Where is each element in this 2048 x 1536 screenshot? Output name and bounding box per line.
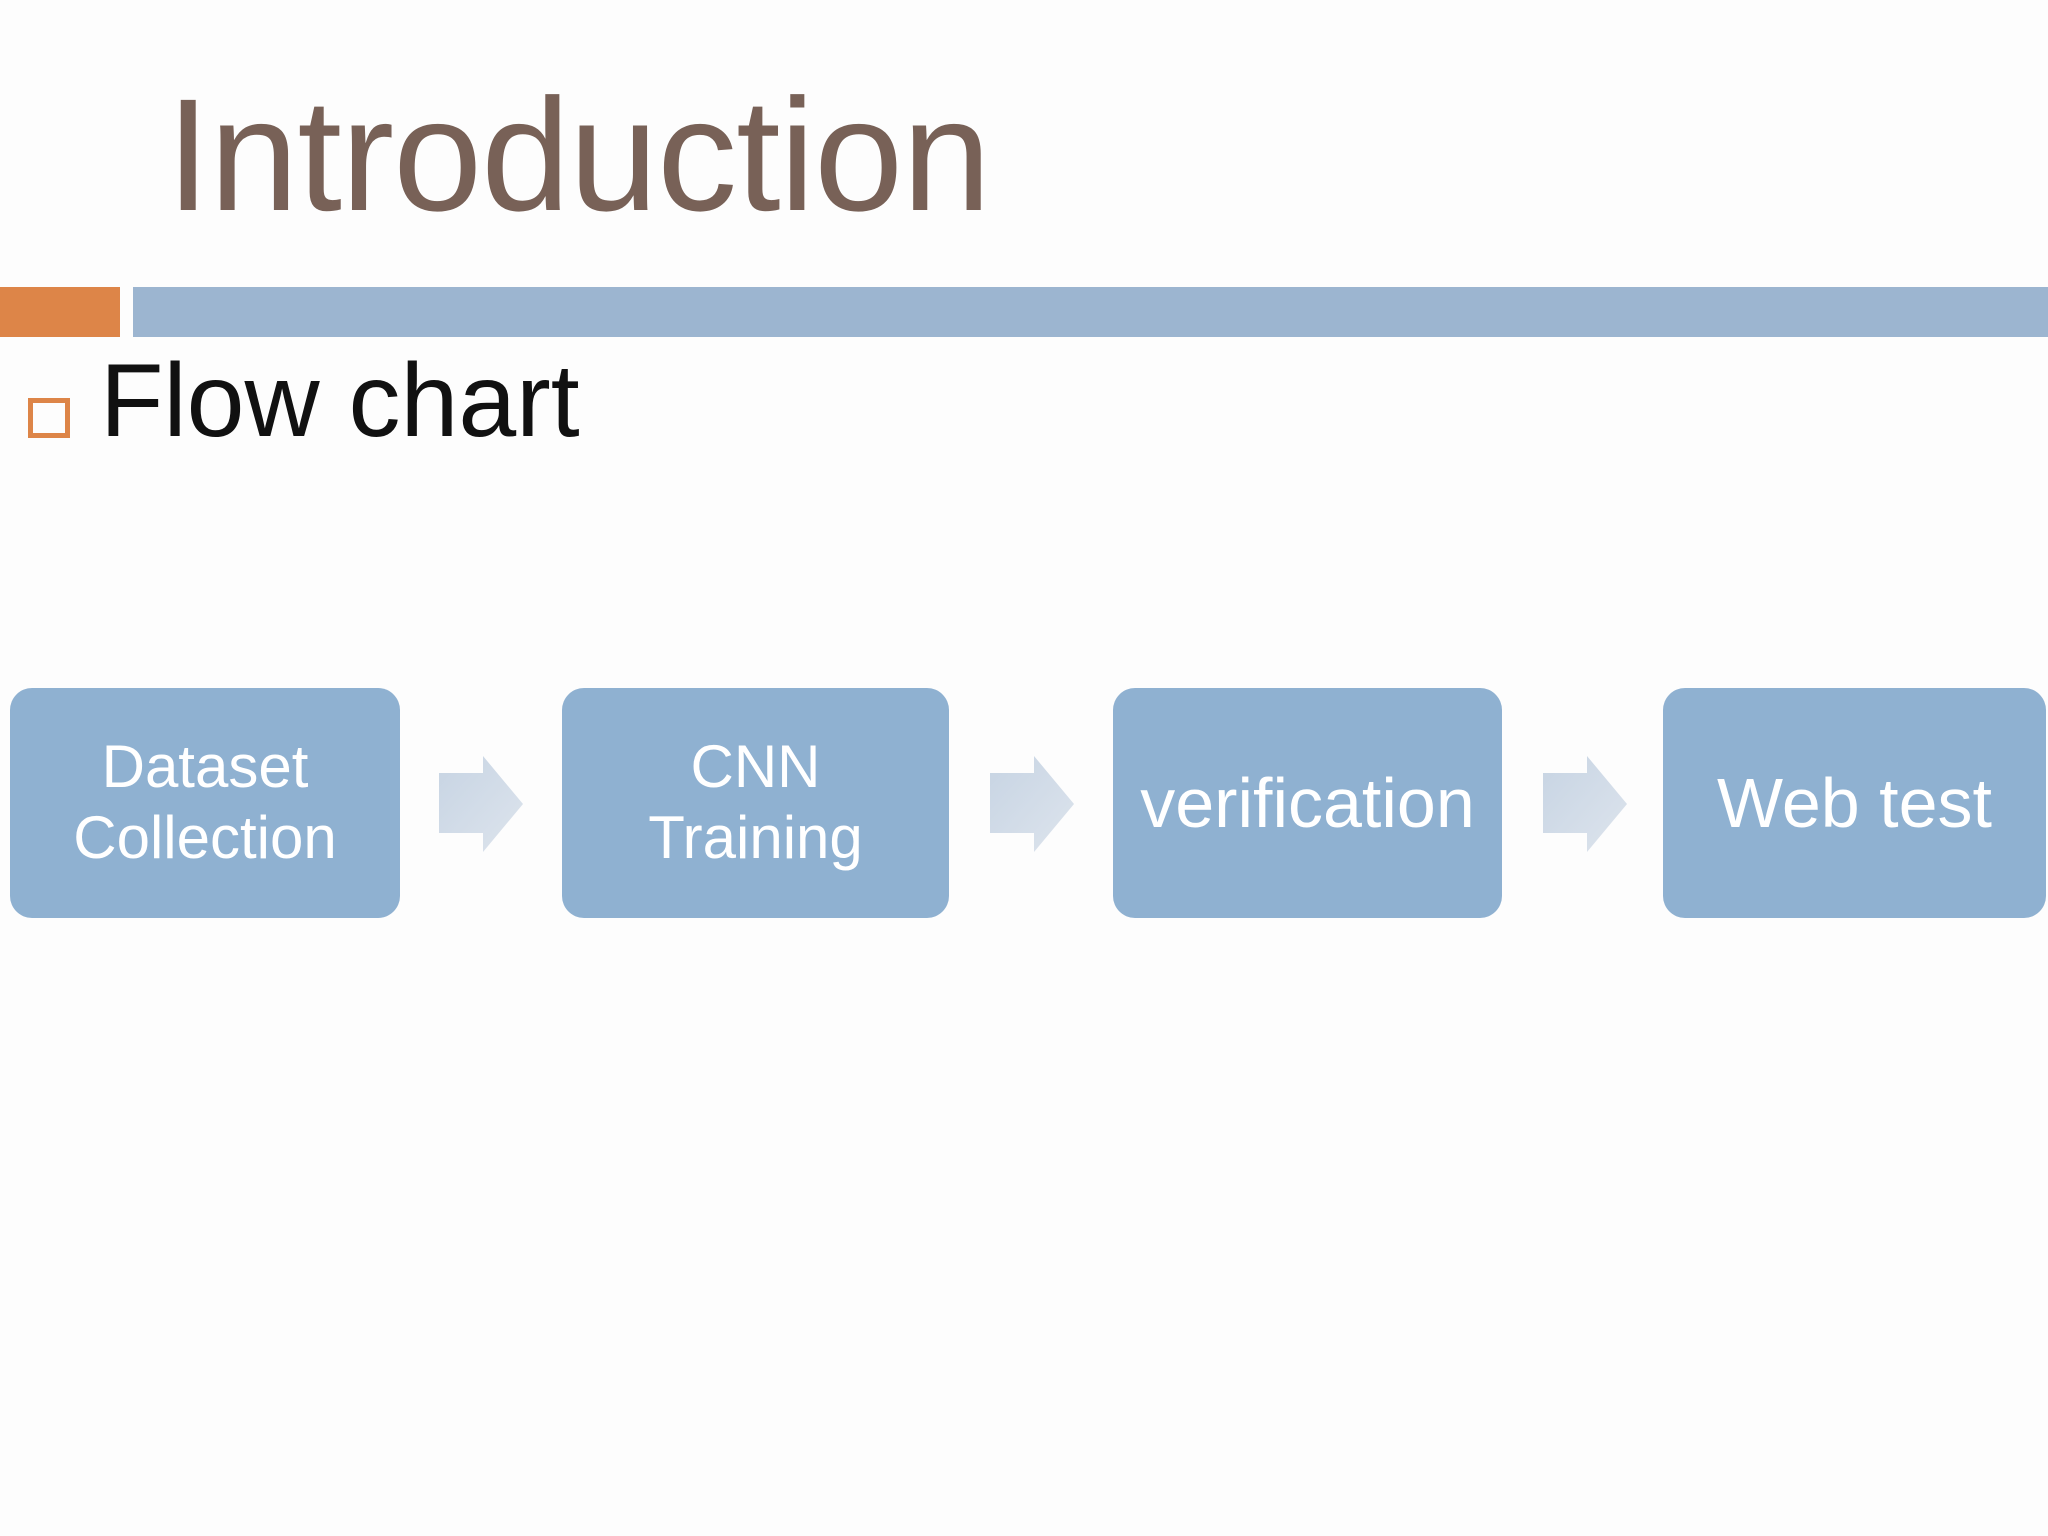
arrow-right-icon [1543, 756, 1627, 852]
flow-step-verification: verification [1113, 688, 1502, 918]
slide-title: Introduction [166, 65, 991, 244]
bullet-square-icon [28, 398, 70, 438]
flow-step-label: verification [1140, 763, 1475, 842]
flow-step-cnn-training: CNN Training [562, 688, 949, 918]
flow-step-label: Training [648, 804, 863, 871]
flow-step-dataset-collection: Dataset Collection [10, 688, 400, 918]
bullet-label: Flow chart [100, 343, 580, 459]
flow-step-label: Collection [73, 804, 337, 871]
flow-step-label: CNN [690, 733, 821, 801]
flow-step-label: Dataset [101, 733, 309, 801]
flow-step-web-test: Web test [1663, 688, 2046, 918]
arrow-right-icon [990, 756, 1074, 852]
arrow-right-icon [439, 756, 523, 852]
accent-bar-orange [0, 287, 120, 337]
flow-step-label: Web test [1717, 763, 1992, 842]
accent-bar-blue [133, 287, 2048, 337]
